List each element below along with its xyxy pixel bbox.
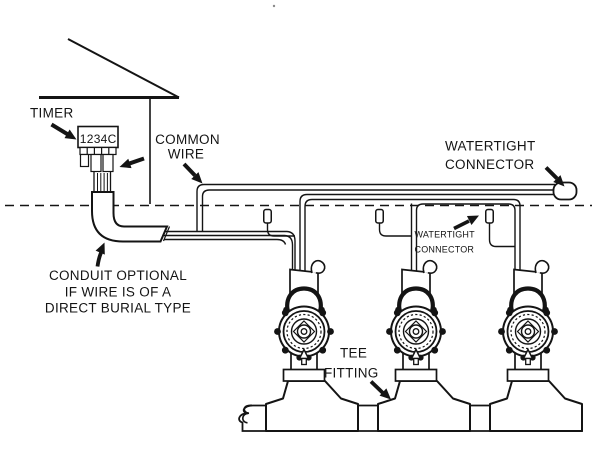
common-wire-label-line2: WIRE [168,147,204,162]
stray-mark [272,4,276,8]
roof-line [67,38,180,99]
small-watertight-connectors [263,208,494,224]
tee-fitting-label-line1: TEE [340,346,367,361]
valve-assembly-3 [498,261,558,381]
watertight-connector-cap [552,181,578,201]
timer-arrow [50,122,80,144]
callout-arrows [50,122,569,404]
conduit-note-line1: CONDUIT OPTIONAL [49,268,187,283]
conduit-arrow [95,240,110,267]
tee-fitting-2 [377,380,471,432]
common-wire-label-line1: COMMON [155,132,220,147]
conduit-note-line3: DIRECT BURIAL TYPE [45,301,191,316]
watertight-connector-1 [263,208,272,224]
tee-fitting-label-line2: FITTING [324,366,379,381]
timer-label: TIMER [30,106,74,121]
valve-assembly-1 [274,261,334,381]
timer-wires-arrow [117,156,145,172]
timer-unit: 1234C [77,125,119,192]
timer-display: 1234C [80,132,117,146]
watertight-connector-3 [485,208,494,224]
tee-fitting-arrow [369,380,395,404]
tee-fitting-3 [489,380,583,432]
watertight-top-arrow [544,166,569,190]
house-outline [39,4,276,204]
watertight-connector-small-label-line2: CONNECTOR [415,245,475,255]
watertight-connector-2 [375,208,384,224]
valve-assembly-2 [386,261,446,381]
watertight-connector-label-line1: WATERTIGHT [445,139,536,154]
common-wire [196,183,555,231]
tee-fitting-1 [265,380,359,432]
conduit-note-line2: IF WIRE IS OF A [65,285,172,300]
common-wire-arrow [182,162,207,187]
watertight-connector-small-label-line1: WATERTIGHT [415,230,476,240]
watertight-small-arrow [453,211,482,231]
watertight-connector-label-line2: CONNECTOR [445,157,534,172]
conduit [91,191,171,243]
labels: TIMER COMMON WIRE WATERTIGHT CONNECTOR W… [30,106,536,381]
wiring [164,183,555,272]
